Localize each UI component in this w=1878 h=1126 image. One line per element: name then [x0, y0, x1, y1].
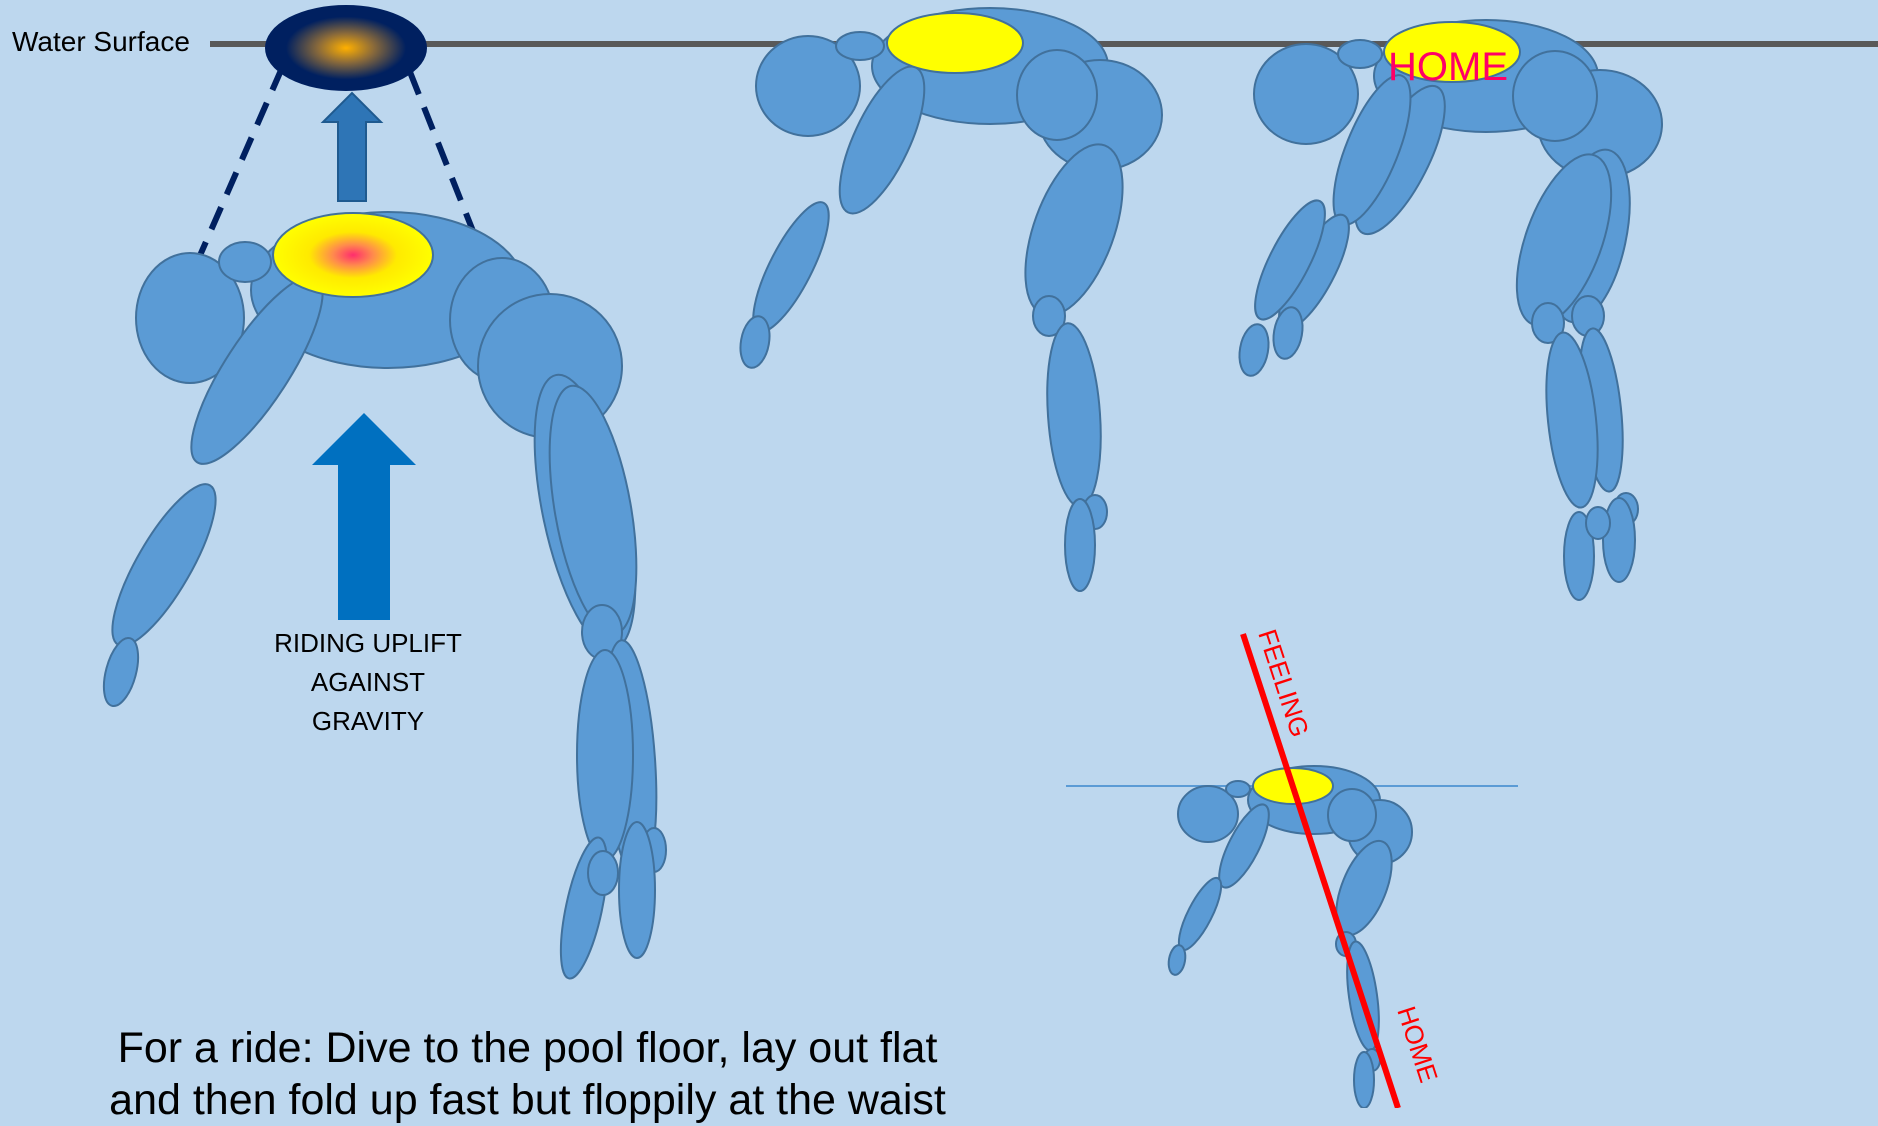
caption-line2: and then fold up fast but floppily at th…: [20, 1074, 1035, 1126]
caption-line1: For a ride: Dive to the pool floor, lay …: [20, 1022, 1035, 1074]
figure-floating: [737, 8, 1162, 591]
core-energy: [887, 13, 1023, 73]
uplift-label-line3: GRAVITY: [258, 702, 478, 741]
core-energy-hot: [273, 213, 433, 297]
figure-home: [1236, 20, 1662, 600]
instruction-caption: For a ride: Dive to the pool floor, lay …: [20, 1022, 1035, 1126]
uplift-label-line1: RIDING UPLIFT: [258, 624, 478, 663]
water-surface-label: Water Surface: [12, 26, 190, 58]
small-up-arrow: [323, 93, 381, 201]
home-surface-label: HOME: [1388, 45, 1508, 89]
uplift-label-line2: AGAINST: [258, 663, 478, 702]
big-up-arrow: [312, 413, 416, 620]
uplift-label: RIDING UPLIFT AGAINST GRAVITY: [258, 624, 478, 741]
float-icon: [266, 6, 426, 90]
home-axis-label: HOME: [1391, 1003, 1444, 1086]
figure-axis: [1167, 766, 1412, 1108]
